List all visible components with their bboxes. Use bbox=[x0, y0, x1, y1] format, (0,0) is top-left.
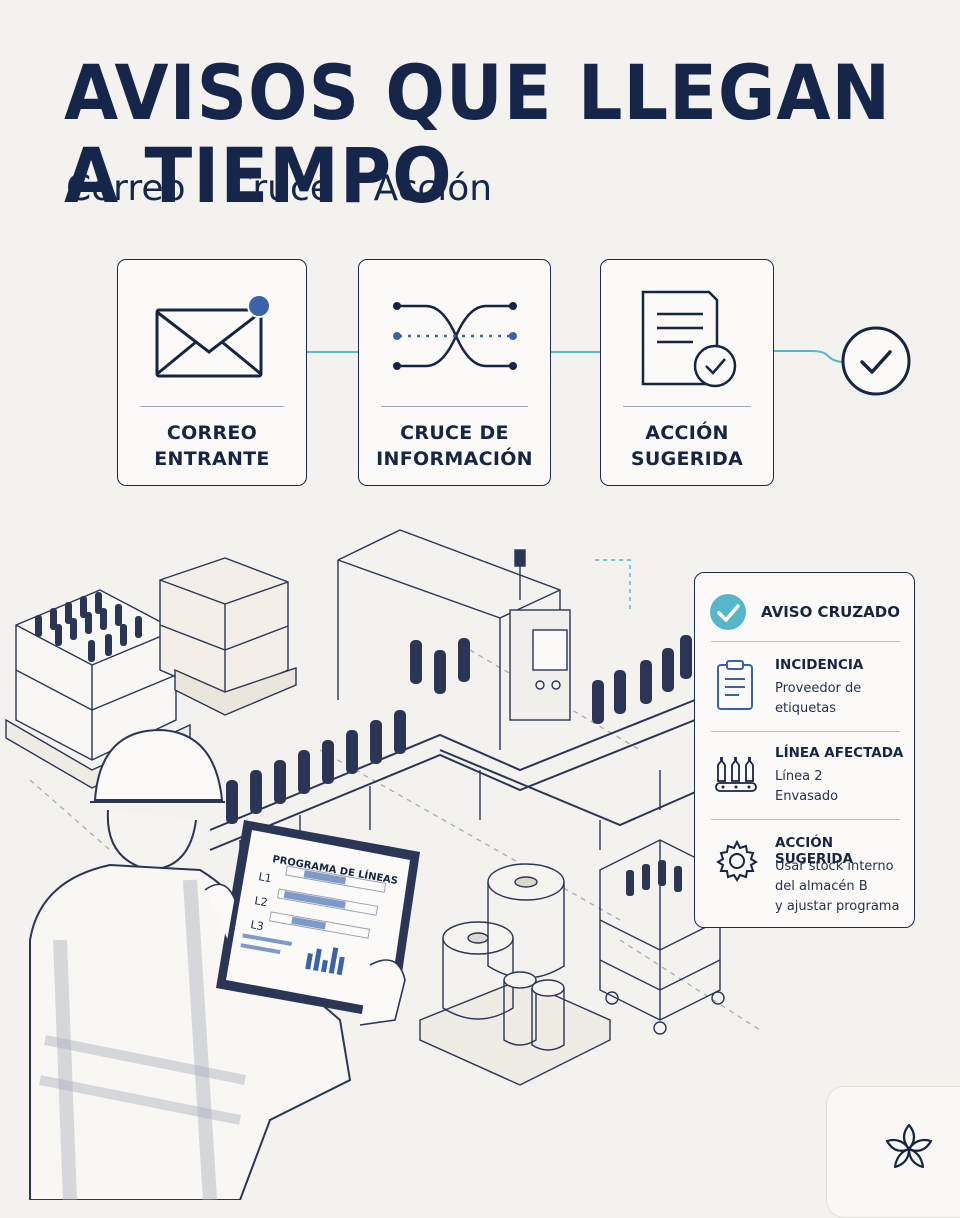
item-heading: ACCIÓN SUGERIDA bbox=[775, 835, 854, 867]
page-title: AVISOS QUE LLEGAN A TIEMPO bbox=[64, 48, 892, 221]
flow-step-cruce-informacion: CRUCE DE INFORMACIÓN bbox=[358, 259, 551, 486]
step-label-line: CRUCE DE bbox=[400, 422, 509, 444]
tablet-row-label: L1 bbox=[257, 870, 272, 885]
tablet-row-label: L3 bbox=[249, 918, 264, 933]
panel-divider bbox=[711, 641, 900, 642]
item-body: Línea 2 Envasado bbox=[775, 767, 923, 807]
flow-connector bbox=[549, 351, 601, 353]
subtitle-separator: • bbox=[343, 173, 362, 208]
check-circle-icon bbox=[841, 326, 911, 396]
panel-item-linea-afectada: LÍNEA AFECTADA Línea 2 Envasado bbox=[711, 745, 908, 815]
subtitle-part-cruce: Cruce bbox=[227, 168, 332, 209]
cardboard-boxes bbox=[159, 557, 297, 716]
gear-icon bbox=[716, 839, 758, 882]
factory-illustration: PROGRAMA DE LÍNEAS L1 L2 L3 bbox=[5, 529, 761, 1200]
flow-step-correo-entrante: CORREO ENTRANTE bbox=[117, 259, 307, 486]
bottle-line-icon bbox=[715, 757, 757, 792]
panel-item-incidencia: INCIDENCIA Proveedor de etiquetas bbox=[711, 657, 908, 727]
step-label: ACCIÓN SUGERIDA bbox=[601, 420, 773, 472]
label-rolls bbox=[419, 863, 611, 1086]
envelope-notification-icon bbox=[155, 294, 271, 378]
subtitle-part-accion: Acción bbox=[373, 168, 493, 209]
item-line: del almacén B bbox=[775, 879, 868, 894]
step-label-line: ENTRANTE bbox=[154, 448, 270, 470]
panel-title: AVISO CRUZADO bbox=[761, 603, 900, 621]
flow-step-accion-sugerida: ACCIÓN SUGERIDA bbox=[600, 259, 774, 486]
item-line: Envasado bbox=[775, 789, 839, 804]
step-label-line: CORREO bbox=[166, 422, 258, 444]
step-label: CRUCE DE INFORMACIÓN bbox=[359, 420, 550, 472]
card-divider bbox=[381, 406, 528, 407]
item-line: Línea 2 bbox=[775, 769, 823, 784]
step-label-line: SUGERIDA bbox=[630, 448, 744, 470]
item-heading: INCIDENCIA bbox=[775, 657, 864, 673]
panel-divider bbox=[711, 819, 900, 820]
item-heading: LÍNEA AFECTADA bbox=[775, 745, 904, 761]
corner-logo-tile bbox=[826, 1086, 960, 1218]
item-body: Proveedor de etiquetas bbox=[775, 679, 923, 719]
card-divider bbox=[140, 406, 284, 407]
flower-logo-icon bbox=[885, 1123, 933, 1169]
item-line: y ajustar programa bbox=[775, 899, 900, 914]
item-body: Usar stock interno del almacén B y ajust… bbox=[775, 857, 923, 917]
panel-item-accion-sugerida: ACCIÓN SUGERIDA Usar stock interno del a… bbox=[711, 835, 908, 915]
labeling-machine bbox=[337, 529, 631, 750]
item-line: Usar stock interno bbox=[775, 859, 894, 874]
check-badge-icon bbox=[710, 594, 746, 630]
clipboard-icon bbox=[717, 660, 753, 710]
worker-with-tablet bbox=[29, 728, 352, 1200]
bottles-on-conveyor bbox=[226, 635, 692, 824]
crossing-lines-icon bbox=[393, 302, 517, 370]
card-divider bbox=[623, 406, 751, 407]
tablet-device: PROGRAMA DE LÍNEAS L1 L2 L3 bbox=[216, 820, 420, 1020]
subtitle-separator: • bbox=[197, 173, 216, 208]
item-line: etiquetas bbox=[775, 701, 837, 716]
panel-header: AVISO CRUZADO bbox=[709, 593, 904, 630]
subtitle-part-correo: Correo bbox=[66, 168, 186, 209]
tablet-row-label: L2 bbox=[253, 894, 268, 909]
flow-connector-curve bbox=[772, 350, 844, 363]
panel-divider bbox=[711, 731, 900, 732]
flow-connector bbox=[306, 351, 359, 353]
step-label-line: INFORMACIÓN bbox=[376, 448, 533, 470]
item-line: Proveedor de bbox=[775, 681, 862, 696]
aviso-cruzado-panel: AVISO CRUZADO INCIDENCIA Proveedor de et… bbox=[694, 572, 915, 928]
document-check-icon bbox=[641, 290, 737, 388]
step-label-line: ACCIÓN bbox=[645, 422, 729, 444]
page-subtitle: Correo • Cruce • Acción bbox=[66, 168, 492, 209]
step-label: CORREO ENTRANTE bbox=[118, 420, 306, 472]
